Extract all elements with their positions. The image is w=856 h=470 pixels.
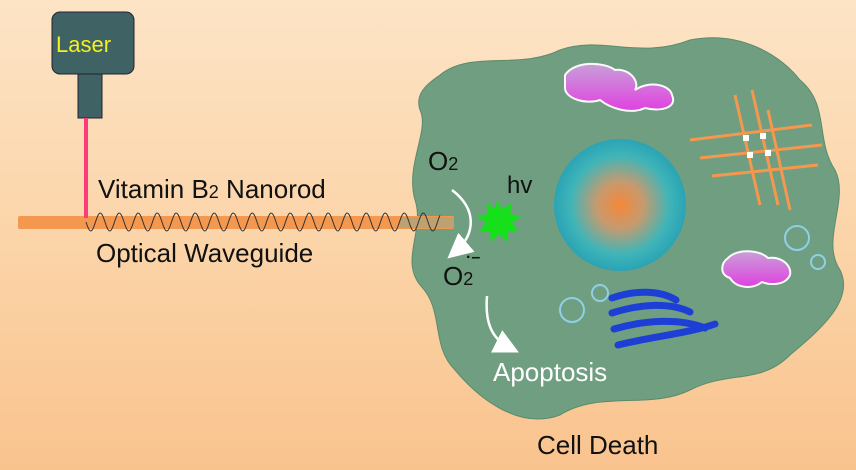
nanorod [18, 216, 454, 229]
oxygen-label: O2 [428, 146, 458, 176]
nanorod-label: Vitamin B2 Nanorod [98, 174, 326, 204]
mitochondrion-right [721, 250, 792, 288]
hv-label: hv [507, 172, 532, 199]
cytoskeleton-nodes [743, 133, 771, 158]
apoptosis-label: Apoptosis [493, 357, 607, 387]
oxygen-conversion-arrow [447, 189, 475, 259]
golgi-apparatus [608, 288, 719, 349]
superoxide-charge: ·– [466, 249, 480, 266]
cytoskeleton [689, 89, 823, 211]
waveguide-label: Optical Waveguide [96, 238, 313, 268]
laser-nozzle [77, 73, 103, 119]
light-wave [85, 212, 441, 232]
light-burst-icon [477, 199, 521, 242]
laser-device[interactable]: Laser [51, 11, 135, 119]
laser-label: Laser [56, 32, 111, 57]
mitochondrion-top [564, 62, 675, 112]
cell-death-caption: Cell Death [537, 430, 658, 460]
superoxide-label: O2 [443, 261, 473, 291]
apoptosis-arrow [485, 295, 519, 353]
nanorod-tip [400, 217, 454, 228]
nucleus [554, 139, 686, 271]
vesicles [559, 225, 826, 323]
